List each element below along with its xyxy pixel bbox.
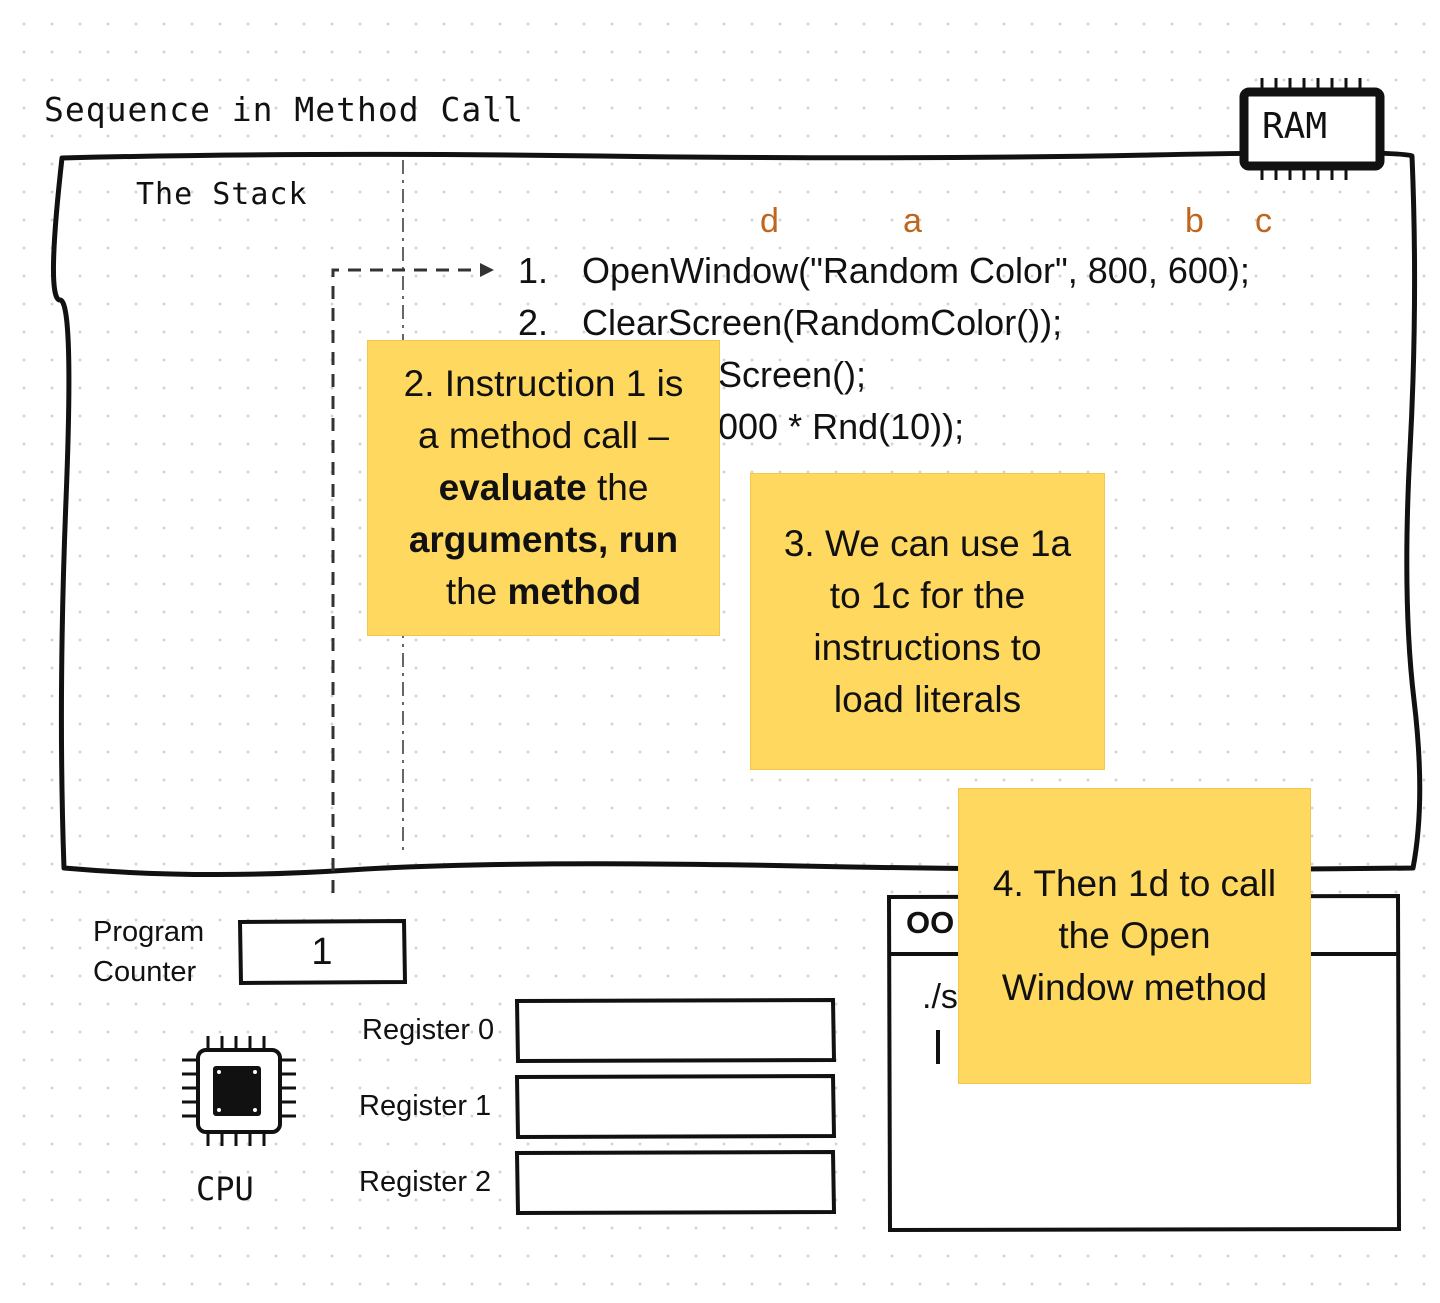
pc-pointer-arrowhead xyxy=(480,263,494,277)
diagram-title: Sequence in Method Call xyxy=(44,90,524,129)
note2-bold: arguments, run xyxy=(408,519,679,560)
register-0-box xyxy=(514,997,837,1064)
sticky-note-4: 4. Then 1d to call the Open Window metho… xyxy=(958,788,1311,1084)
note2-line: evaluate the xyxy=(404,462,684,514)
cpu-label: CPU xyxy=(196,1170,254,1208)
register-2-box xyxy=(514,1149,837,1216)
cpu-chip-icon xyxy=(182,1036,296,1146)
program-counter-label: Program Counter xyxy=(93,912,204,992)
note2-line: the method xyxy=(404,566,684,618)
pc-label-line: Program xyxy=(93,916,205,948)
terminal-prompt: ./s xyxy=(922,978,958,1016)
sticky-note-3: 3. We can use 1a to 1c for the instructi… xyxy=(750,473,1105,770)
note2-line: a method call – xyxy=(418,415,669,456)
terminal-title: OO xyxy=(906,905,955,940)
arg-letter-a: a xyxy=(903,202,922,240)
register-2-label: Register 2 xyxy=(359,1166,492,1198)
note2-text: the xyxy=(586,467,649,508)
arg-letter-c: c xyxy=(1255,202,1272,240)
code-line-text: Screen(); xyxy=(718,354,867,395)
note2-bold: evaluate xyxy=(438,467,587,508)
pc-pointer xyxy=(331,268,478,893)
program-counter-value: 1 xyxy=(311,930,333,973)
note2-line: arguments, run xyxy=(404,514,684,566)
note3-line: instructions to xyxy=(813,626,1042,668)
note2-line: 2. Instruction 1 is xyxy=(403,363,684,404)
note4-line: Window method xyxy=(1001,967,1268,1008)
code-line-number: 1. xyxy=(518,250,549,291)
pc-label-line: Counter xyxy=(93,956,197,988)
register-1-label: Register 1 xyxy=(359,1090,492,1122)
stack-label: The Stack xyxy=(136,177,308,212)
register-0-label: Register 0 xyxy=(362,1014,495,1046)
note3-line: to 1c for the xyxy=(829,574,1026,616)
note2-text: the xyxy=(445,571,508,612)
register-1-box xyxy=(514,1073,837,1140)
arg-letter-b: b xyxy=(1185,202,1204,240)
note3-line: 3. We can use 1a xyxy=(783,522,1072,564)
terminal-cursor xyxy=(936,1030,940,1064)
code-line-number: 2. xyxy=(518,302,549,343)
note4-line: 4. Then 1d to call xyxy=(992,863,1277,904)
ram-label: RAM xyxy=(1262,106,1328,147)
code-line-text: ClearScreen(RandomColor()); xyxy=(582,302,1063,343)
sticky-note-2: 2. Instruction 1 is a method call – eval… xyxy=(367,340,720,636)
pc-box xyxy=(237,918,408,986)
note2-bold: method xyxy=(507,571,642,612)
code-line-text: 000 * Rnd(10)); xyxy=(718,406,965,447)
note3-line: load literals xyxy=(833,678,1022,720)
ram-chip-icon xyxy=(1239,78,1385,180)
note4-line: the Open xyxy=(1058,915,1211,956)
code-line-text: OpenWindow("Random Color", 800, 600); xyxy=(582,250,1250,291)
stack-box xyxy=(50,150,1423,878)
arg-letter-d: d xyxy=(760,202,779,240)
